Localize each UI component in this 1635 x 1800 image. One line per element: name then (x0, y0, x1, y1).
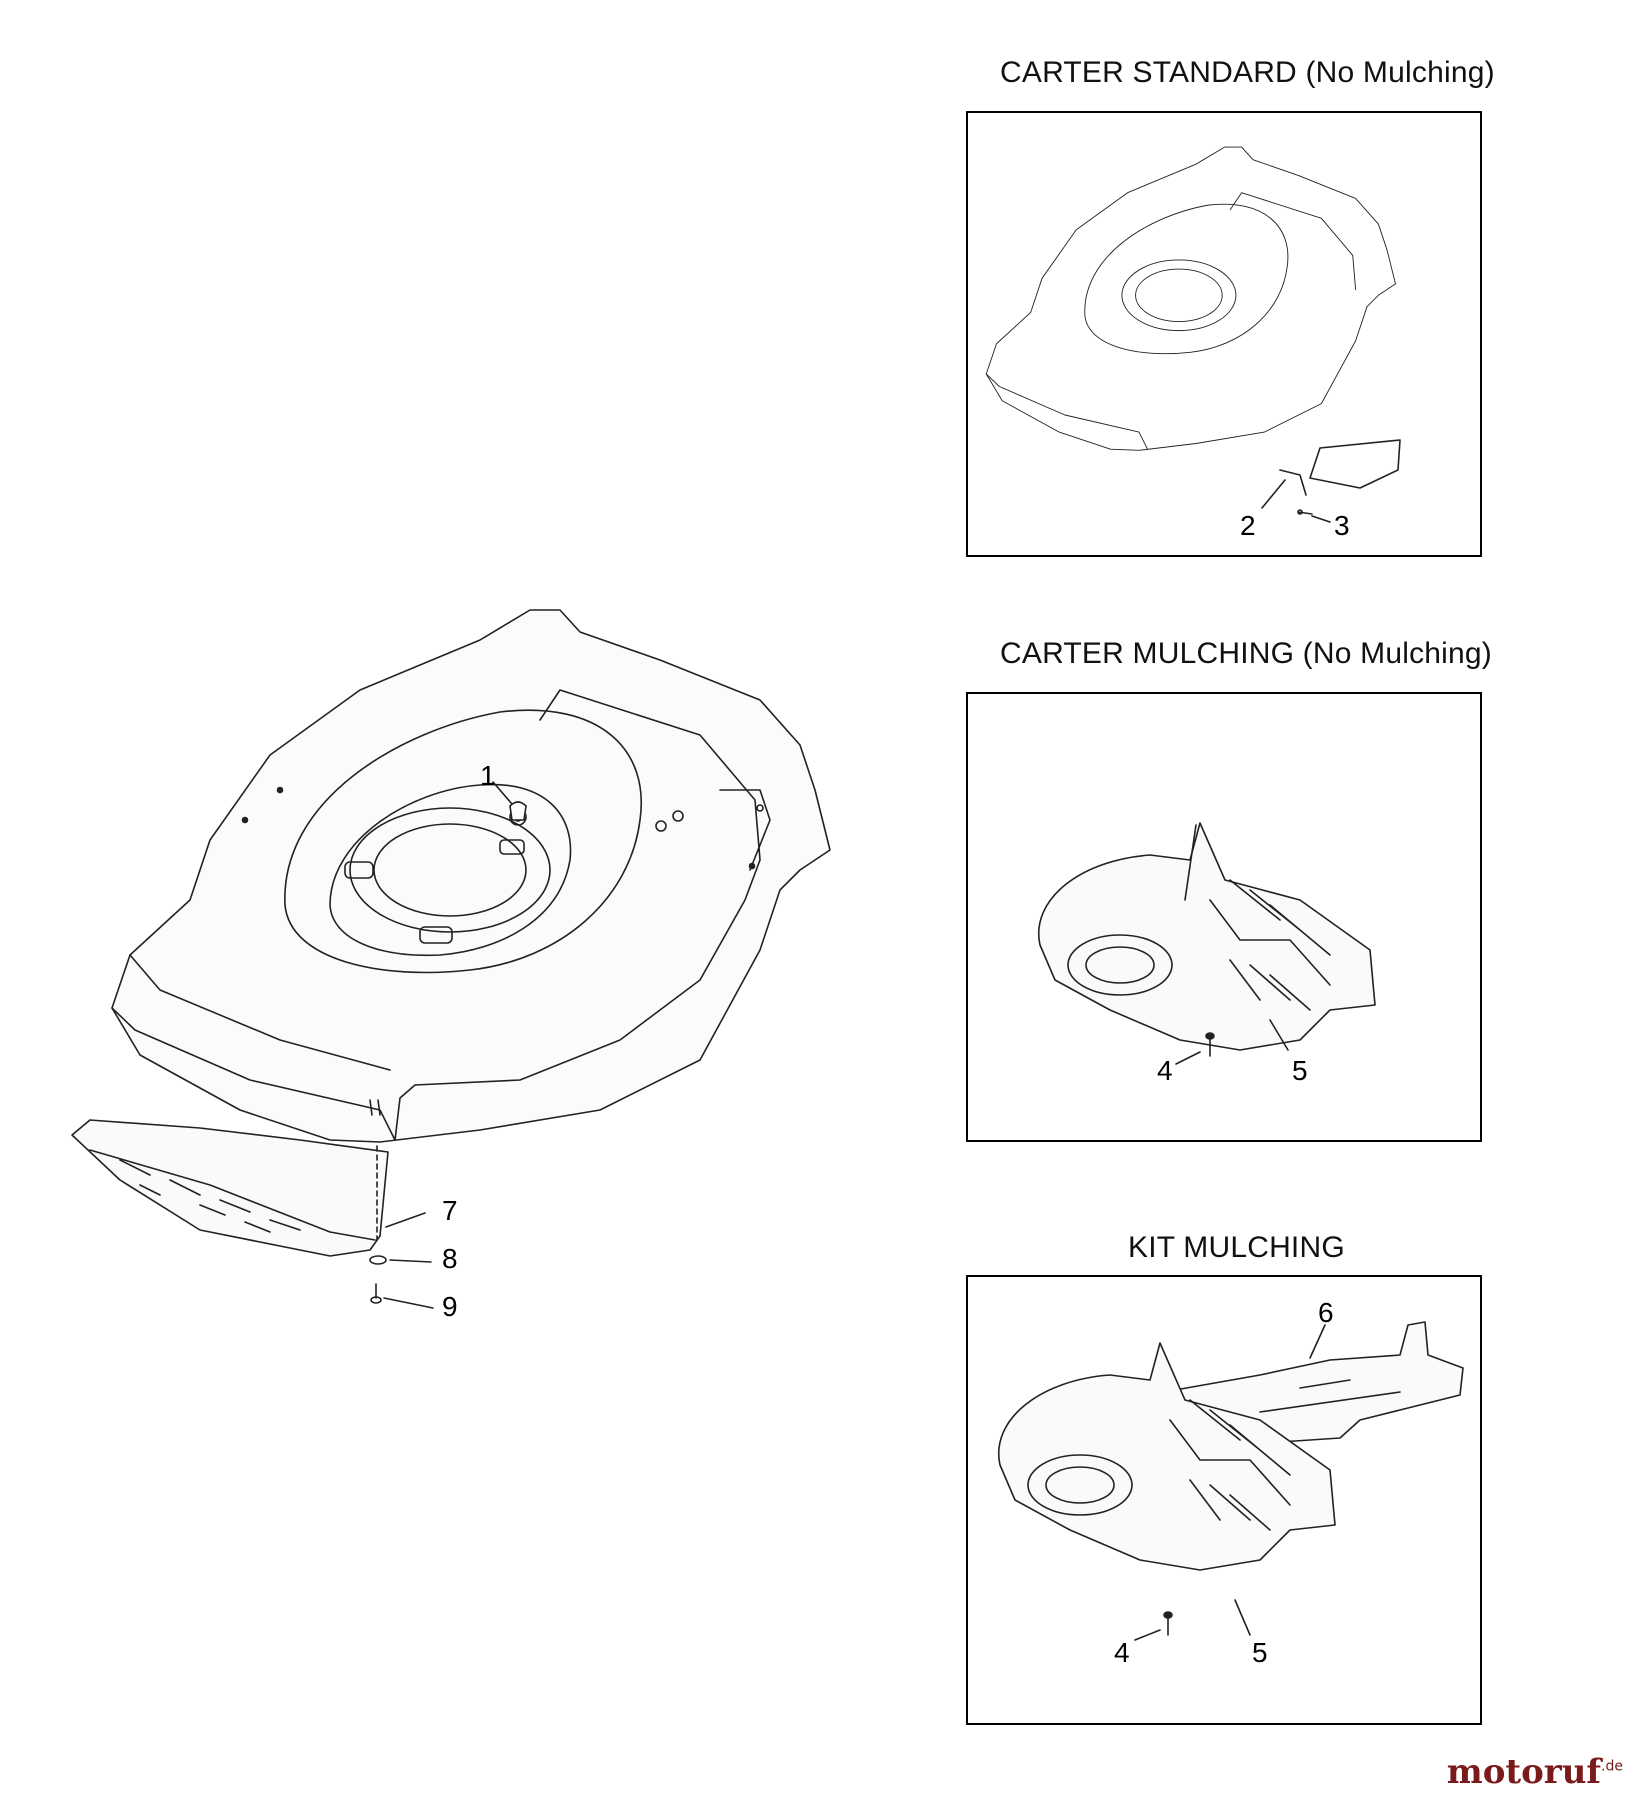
watermark-logo: motoruf.de (1447, 1752, 1623, 1792)
standard-panel (966, 111, 1482, 557)
standard-panel-title: CARTER STANDARD (No Mulching) (1000, 56, 1495, 89)
callout-5-mulching: 5 (1292, 1055, 1308, 1086)
part-8-washer (369, 1255, 387, 1265)
callout-3: 3 (1334, 510, 1350, 541)
rear-flap (1309, 439, 1401, 489)
callout-1: 1 (480, 760, 496, 791)
part-2-bracket (1279, 469, 1307, 496)
part-9-bolt (370, 1283, 382, 1304)
mower-deck-main (111, 609, 831, 1143)
part-4-screw-a (1205, 1032, 1215, 1057)
part-4-screw-b (1163, 1611, 1173, 1636)
mulching-plug-kit (997, 1342, 1336, 1571)
watermark-suffix: .de (1601, 1758, 1623, 1775)
callout-5-kit: 5 (1252, 1637, 1268, 1668)
mulching-panel-title: CARTER MULCHING (No Mulching) (1000, 637, 1492, 670)
watermark-text: motoruf (1446, 1752, 1602, 1792)
callout-9: 9 (442, 1291, 458, 1322)
callout-4-mulching: 4 (1157, 1055, 1173, 1086)
mower-deck-standard (985, 146, 1396, 451)
mulching-plug (1037, 822, 1376, 1051)
part-3-screw (1297, 509, 1313, 515)
callout-8: 8 (442, 1243, 458, 1274)
callout-7: 7 (442, 1195, 458, 1226)
front-deflector (71, 1119, 389, 1257)
kit-panel-title: KIT MULCHING (1128, 1231, 1345, 1264)
callout-6: 6 (1318, 1297, 1334, 1328)
part-6-leader (1309, 1324, 1326, 1359)
part-1-grommet (509, 801, 527, 821)
callout-2: 2 (1240, 510, 1256, 541)
callout-4-kit: 4 (1114, 1637, 1130, 1668)
